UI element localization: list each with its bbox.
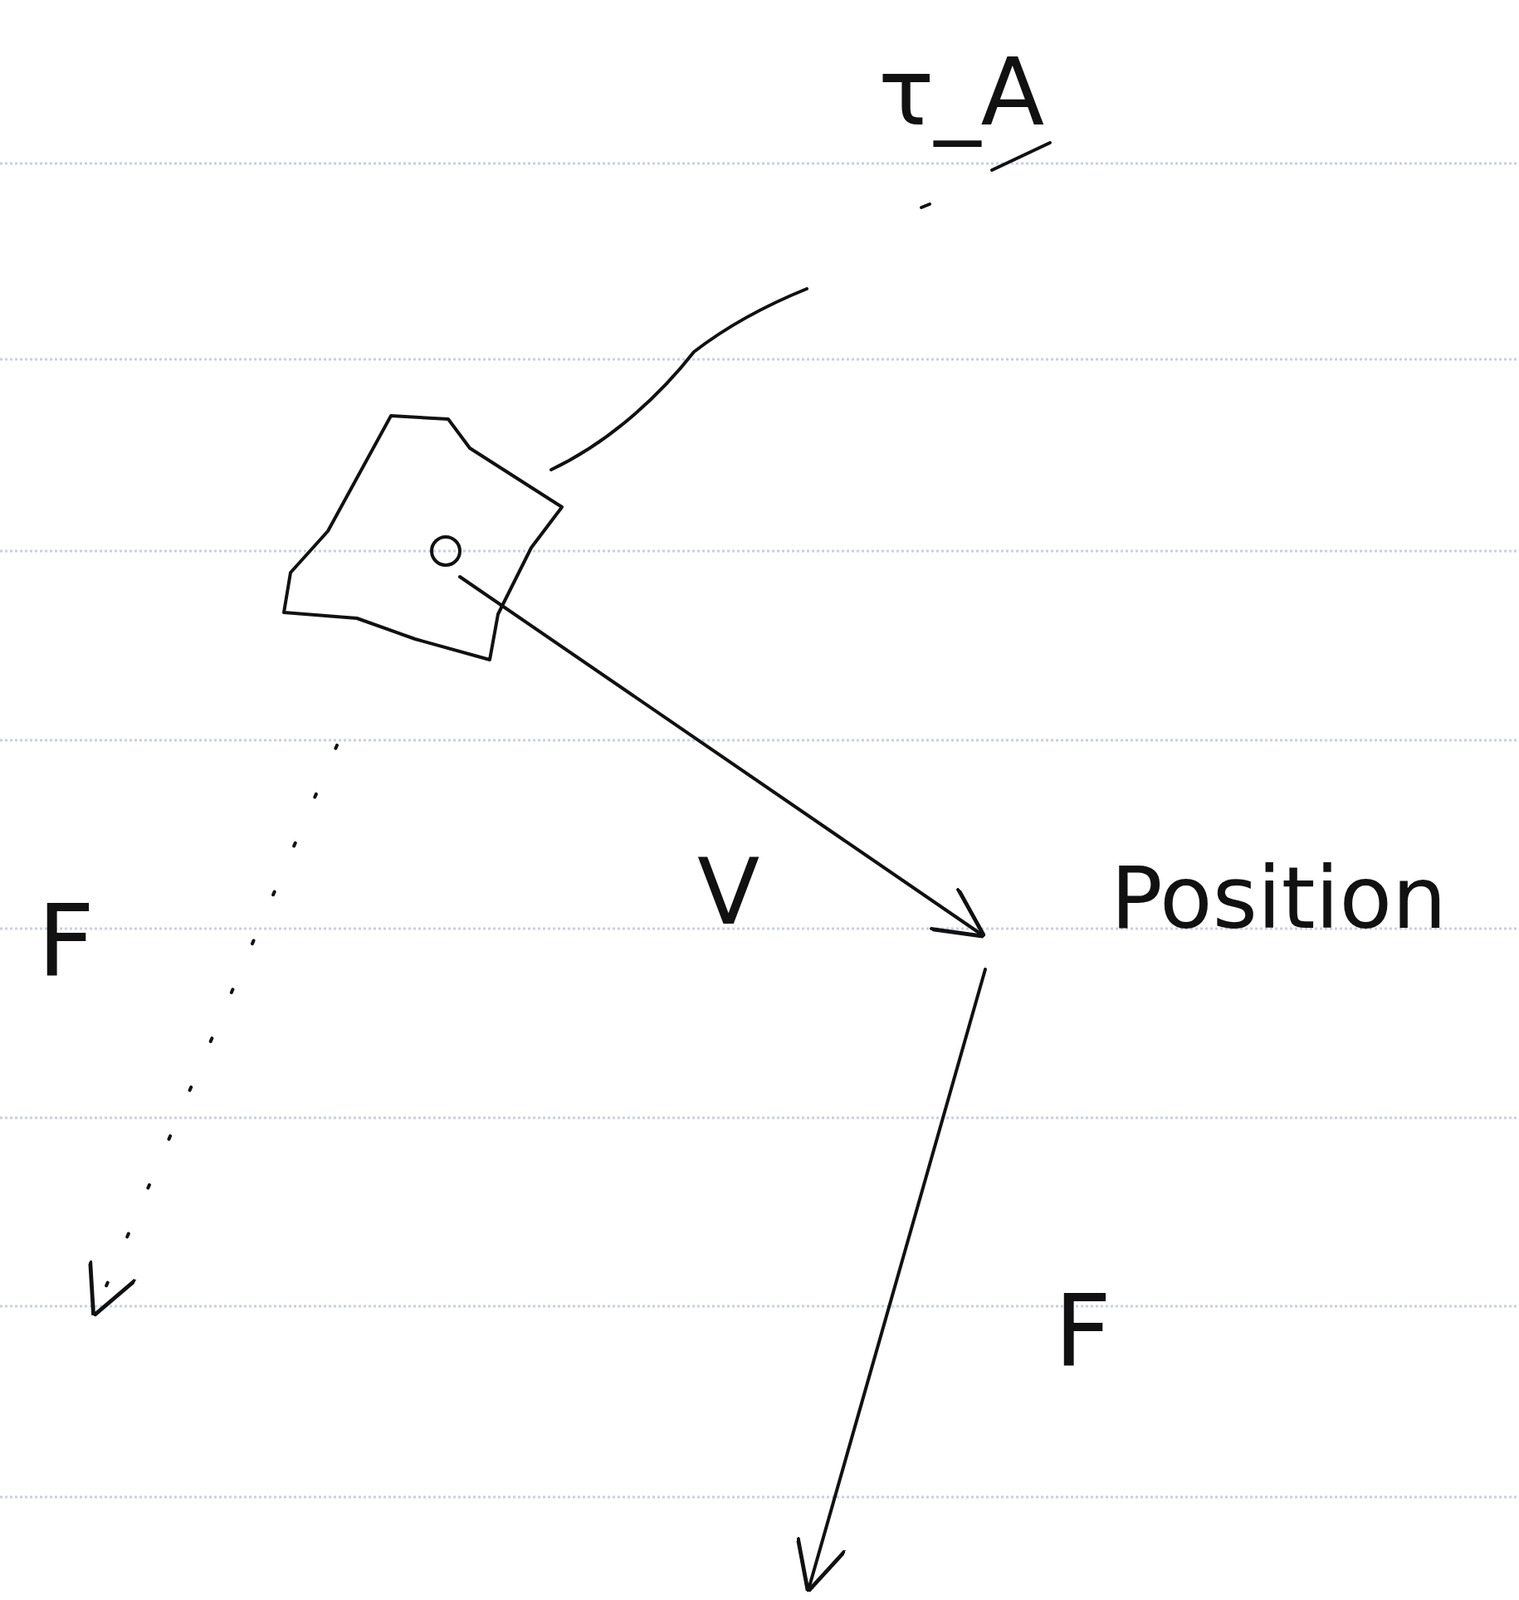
sketch-label: V [697, 846, 760, 938]
pivot [431, 537, 460, 566]
sketch-label: F [37, 892, 95, 992]
ruled-lines [0, 163, 1519, 1498]
sketch-label: F [1054, 1282, 1112, 1383]
sketch-label: Position [1110, 854, 1447, 942]
block [283, 415, 562, 660]
force-arrow-dotted [95, 745, 338, 1312]
string [551, 288, 807, 470]
string-extension [921, 142, 1051, 208]
force-arrow [809, 969, 986, 1588]
sketch-label: τ_A [878, 45, 1045, 139]
